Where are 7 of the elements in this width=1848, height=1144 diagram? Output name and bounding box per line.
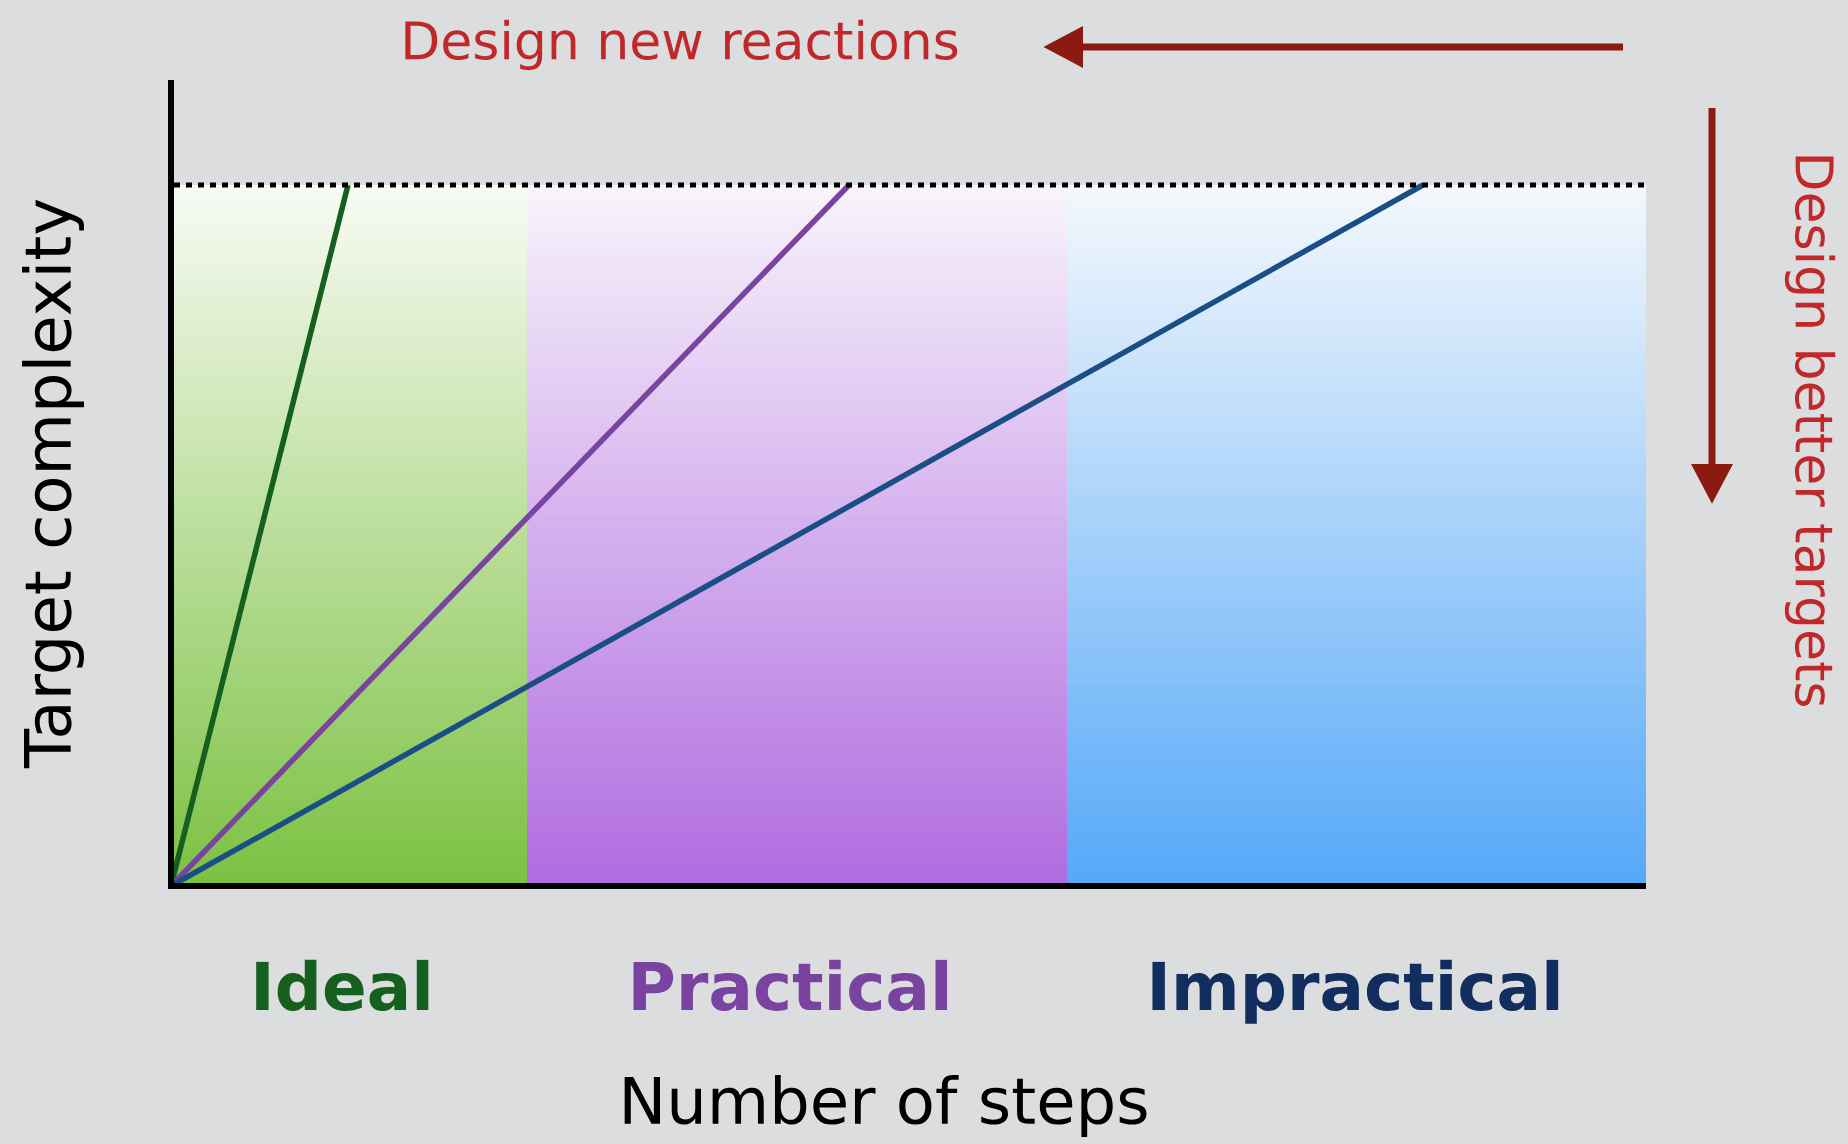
region-label: Ideal: [256, 959, 429, 1011]
arrow-label: Design better targets: [1784, 156, 1836, 706]
region-label: Impractical: [1152, 959, 1559, 1024]
axis-title: Number of steps: [624, 1075, 1147, 1137]
axis-title: Target complexity: [22, 199, 84, 769]
arrow-label: Design new reactions: [405, 19, 958, 71]
region-label: Practical: [633, 959, 948, 1011]
